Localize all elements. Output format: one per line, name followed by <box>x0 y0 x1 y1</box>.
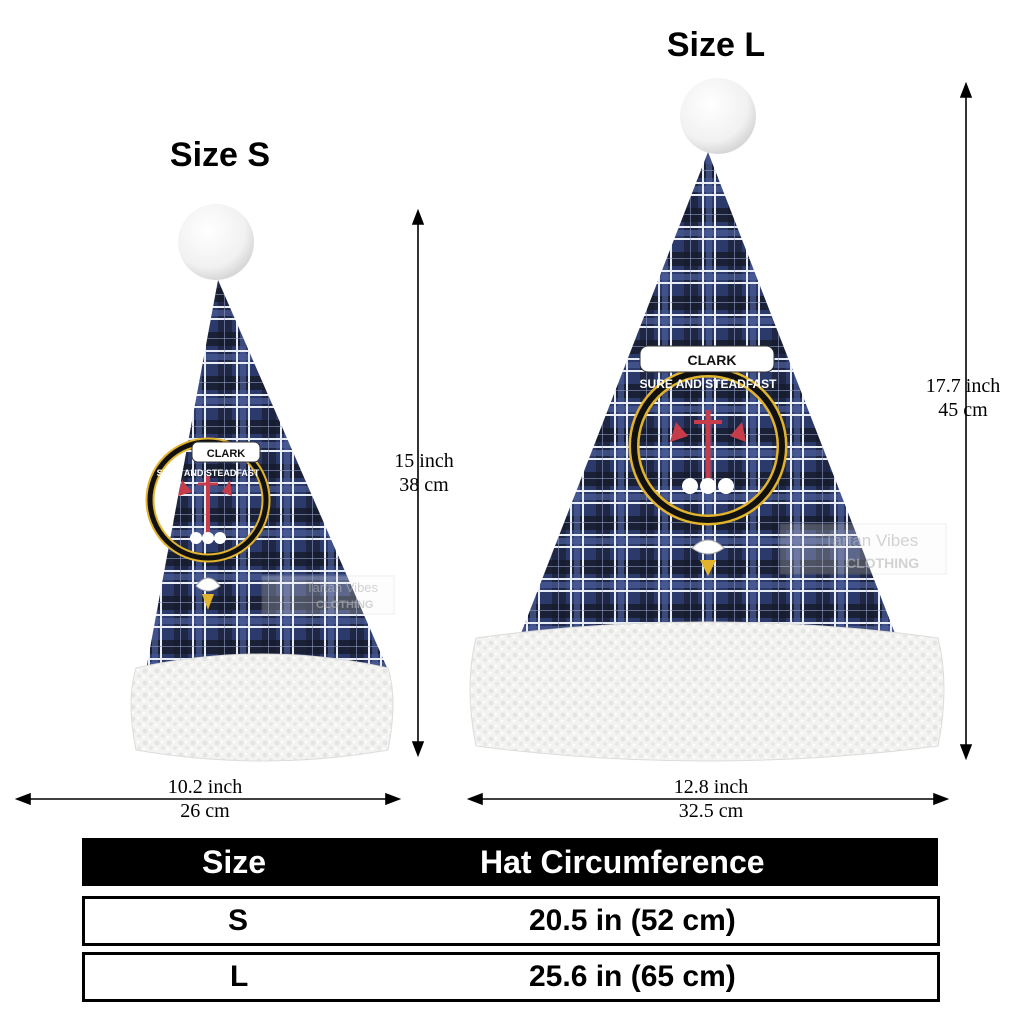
small-crest-name: CLARK <box>207 448 246 460</box>
large-watermark-line2: CLOTHING <box>846 555 919 571</box>
table-row-circumference: 25.6 in (65 cm) <box>529 960 736 993</box>
table-row: L 25.6 in (65 cm) <box>82 952 940 1002</box>
small-crest-motto: SURE AND STEADFAST <box>157 468 260 478</box>
table-row-size: S <box>228 904 249 937</box>
table-row-circumference: 20.5 in (52 cm) <box>529 904 736 937</box>
size-l-title: Size L <box>666 26 766 64</box>
small-height-cm: 38 cm <box>399 474 449 496</box>
table-header-size: Size <box>202 844 267 880</box>
table-row-size: L <box>230 960 249 993</box>
small-watermark-line2: CLOTHING <box>316 599 373 611</box>
large-height-inch: 17.7 inch <box>925 375 1001 397</box>
table-row: S 20.5 in (52 cm) <box>82 896 940 946</box>
large-height-cm: 45 cm <box>938 399 988 421</box>
large-height-label: 17.7 inch 45 cm <box>906 374 1020 422</box>
small-hat-image: CLARK SURE AND STEADFAST Tartan Vibes CL… <box>130 204 395 762</box>
small-width-label: 10.2 inch 26 cm <box>140 775 270 823</box>
large-width-cm: 32.5 cm <box>678 800 744 822</box>
large-width-label: 12.8 inch 32.5 cm <box>646 775 776 823</box>
small-watermark-line1: Tartan Vibes <box>306 580 379 595</box>
large-watermark: Tartan Vibes CLOTHING <box>779 523 947 575</box>
large-watermark-line1: Tartan Vibes <box>824 531 918 550</box>
size-s-title: Size S <box>169 136 271 174</box>
size-table-header: Size Hat Circumference <box>82 838 938 886</box>
large-crest: CLARK SURE AND STEADFAST <box>628 345 788 576</box>
large-width-inch: 12.8 inch <box>673 776 749 798</box>
small-width-inch: 10.2 inch <box>167 776 243 798</box>
table-header-circumference: Hat Circumference <box>480 844 765 880</box>
small-height-label: 15 inch 38 cm <box>372 449 476 497</box>
large-crest-motto: SURE AND STEADFAST <box>640 377 778 391</box>
small-crest: CLARK SURE AND STEADFAST <box>145 437 271 610</box>
small-watermark: Tartan Vibes CLOTHING <box>261 575 395 615</box>
large-hat-image: CLARK SURE AND STEADFAST Tartan Vibes CL… <box>469 78 947 762</box>
small-width-cm: 26 cm <box>180 800 230 822</box>
dimension-arrows <box>14 81 973 806</box>
large-crest-name: CLARK <box>688 352 737 368</box>
small-height-inch: 15 inch <box>394 450 454 472</box>
